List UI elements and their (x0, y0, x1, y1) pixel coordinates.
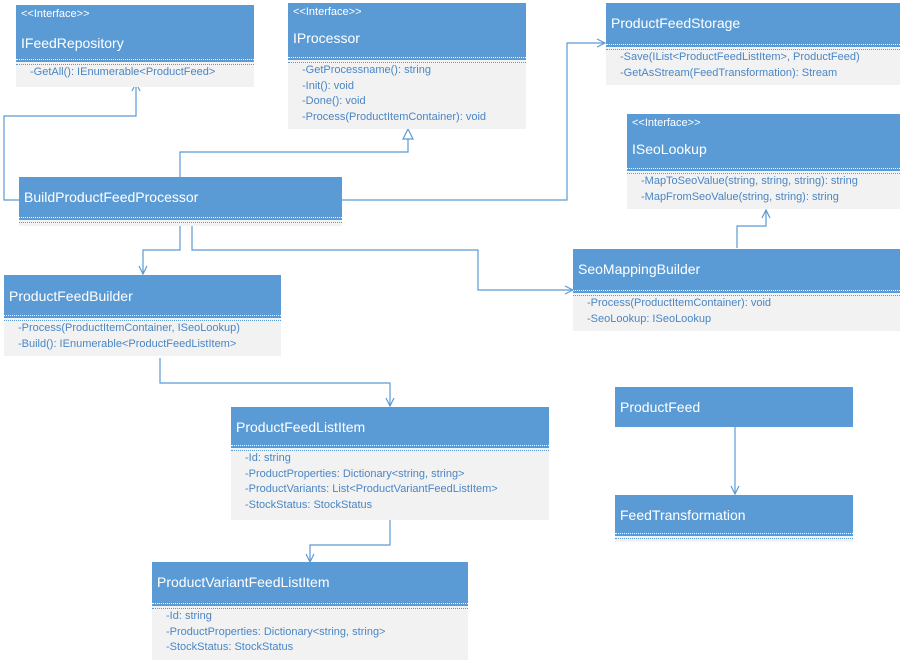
divider (615, 538, 853, 539)
class-productvariantfeedlistitem[interactable]: ProductVariantFeedListItem -Id: string -… (152, 562, 468, 660)
member: -Process(ProductItemContainer, ISeoLooku… (18, 322, 240, 334)
member: -MapFromSeoValue(string, string): string (641, 190, 839, 203)
class-name: ProductVariantFeedListItem (157, 574, 330, 590)
divider (231, 450, 549, 451)
class-name: ProductFeedListItem (236, 419, 366, 435)
divider (615, 533, 853, 534)
class-name: BuildProductFeedProcessor (24, 189, 199, 205)
member: -Init(): void (302, 79, 354, 92)
class-iprocessor[interactable]: <<Interface>> IProcessor -GetProcessname… (288, 3, 526, 129)
divider (288, 62, 526, 63)
class-name: IProcessor (293, 30, 360, 46)
edge-listitem-to-variant (310, 520, 391, 562)
class-productfeedlistitem[interactable]: ProductFeedListItem -Id: string -Product… (231, 407, 549, 520)
member: -Save(IList<ProductFeedListItem>, Produc… (620, 51, 860, 63)
class-name: FeedTransformation (620, 507, 746, 523)
class-name: ISeoLookup (632, 141, 707, 157)
divider (19, 222, 342, 223)
divider (4, 315, 281, 316)
divider (573, 290, 900, 291)
stereotype-label: <<Interface>> (293, 6, 362, 18)
member: -Build(): IEnumerable<ProductFeedListIte… (18, 337, 237, 350)
class-ifeedrepository[interactable]: <<Interface>> IFeedRepository -GetAll():… (16, 5, 254, 87)
member: -GetAll(): IEnumerable<ProductFeed> (30, 66, 216, 78)
divider (288, 57, 526, 58)
member: -Done(): void (302, 95, 366, 107)
member: -StockStatus: StockStatus (245, 498, 373, 511)
divider (627, 168, 900, 169)
divider (152, 608, 468, 609)
divider (152, 603, 468, 604)
member: -ProductProperties: Dictionary<string, s… (245, 467, 465, 480)
divider (606, 44, 900, 45)
divider (573, 295, 900, 296)
edge-processor-to-ifeedrepository (3, 83, 136, 201)
stereotype-label: <<Interface>> (21, 8, 90, 20)
class-productfeedstorage[interactable]: ProductFeedStorage -Save(IList<ProductFe… (606, 3, 900, 85)
edge-seomapping-to-iseolookup (736, 210, 766, 248)
edge-processor-to-feedstorage (342, 43, 605, 201)
class-name: ProductFeed (620, 399, 701, 415)
member: -Id: string (166, 610, 212, 622)
class-iseolookup[interactable]: <<Interface>> ISeoLookup -MapToSeoValue(… (627, 114, 900, 209)
member: -ProductVariants: List<ProductVariantFee… (245, 483, 498, 495)
stereotype-label: <<Interface>> (632, 117, 701, 129)
divider (16, 59, 254, 60)
class-seomappingbuilder[interactable]: SeoMappingBuilder -Process(ProductItemCo… (573, 249, 900, 331)
edge-feedbuilder-to-listitem (159, 358, 390, 406)
divider (606, 49, 900, 50)
class-buildproductfeedprocessor[interactable]: BuildProductFeedProcessor (19, 177, 342, 226)
class-name: IFeedRepository (21, 35, 124, 51)
class-productfeed[interactable]: ProductFeed (615, 387, 853, 427)
member: -SeoLookup: ISeoLookup (587, 312, 712, 325)
member: -GetProcessname(): string (302, 64, 431, 76)
class-feedtransformation[interactable]: FeedTransformation (615, 495, 853, 542)
edge-processor-implements-iprocessor (179, 129, 408, 178)
member: -StockStatus: StockStatus (166, 641, 294, 653)
divider (4, 320, 281, 321)
class-productfeedbuilder[interactable]: ProductFeedBuilder -Process(ProductItemC… (4, 275, 281, 356)
class-name: SeoMappingBuilder (578, 261, 701, 277)
member: -GetAsStream(FeedTransformation): Stream (620, 66, 838, 79)
member: -MapToSeoValue(string, string, string): … (641, 175, 858, 187)
member: -ProductProperties: Dictionary<string, s… (166, 625, 386, 638)
divider (627, 173, 900, 174)
member: -Id: string (245, 452, 291, 464)
divider (19, 217, 342, 218)
edge-processor-to-seomapping (191, 226, 573, 290)
divider (16, 64, 254, 65)
divider (231, 445, 549, 446)
class-name: ProductFeedStorage (611, 15, 741, 31)
edge-processor-to-feedbuilder (143, 226, 181, 274)
member: -Process(ProductItemContainer): void (587, 297, 772, 309)
member: -Process(ProductItemContainer): void (302, 110, 487, 123)
class-name: ProductFeedBuilder (9, 288, 133, 304)
